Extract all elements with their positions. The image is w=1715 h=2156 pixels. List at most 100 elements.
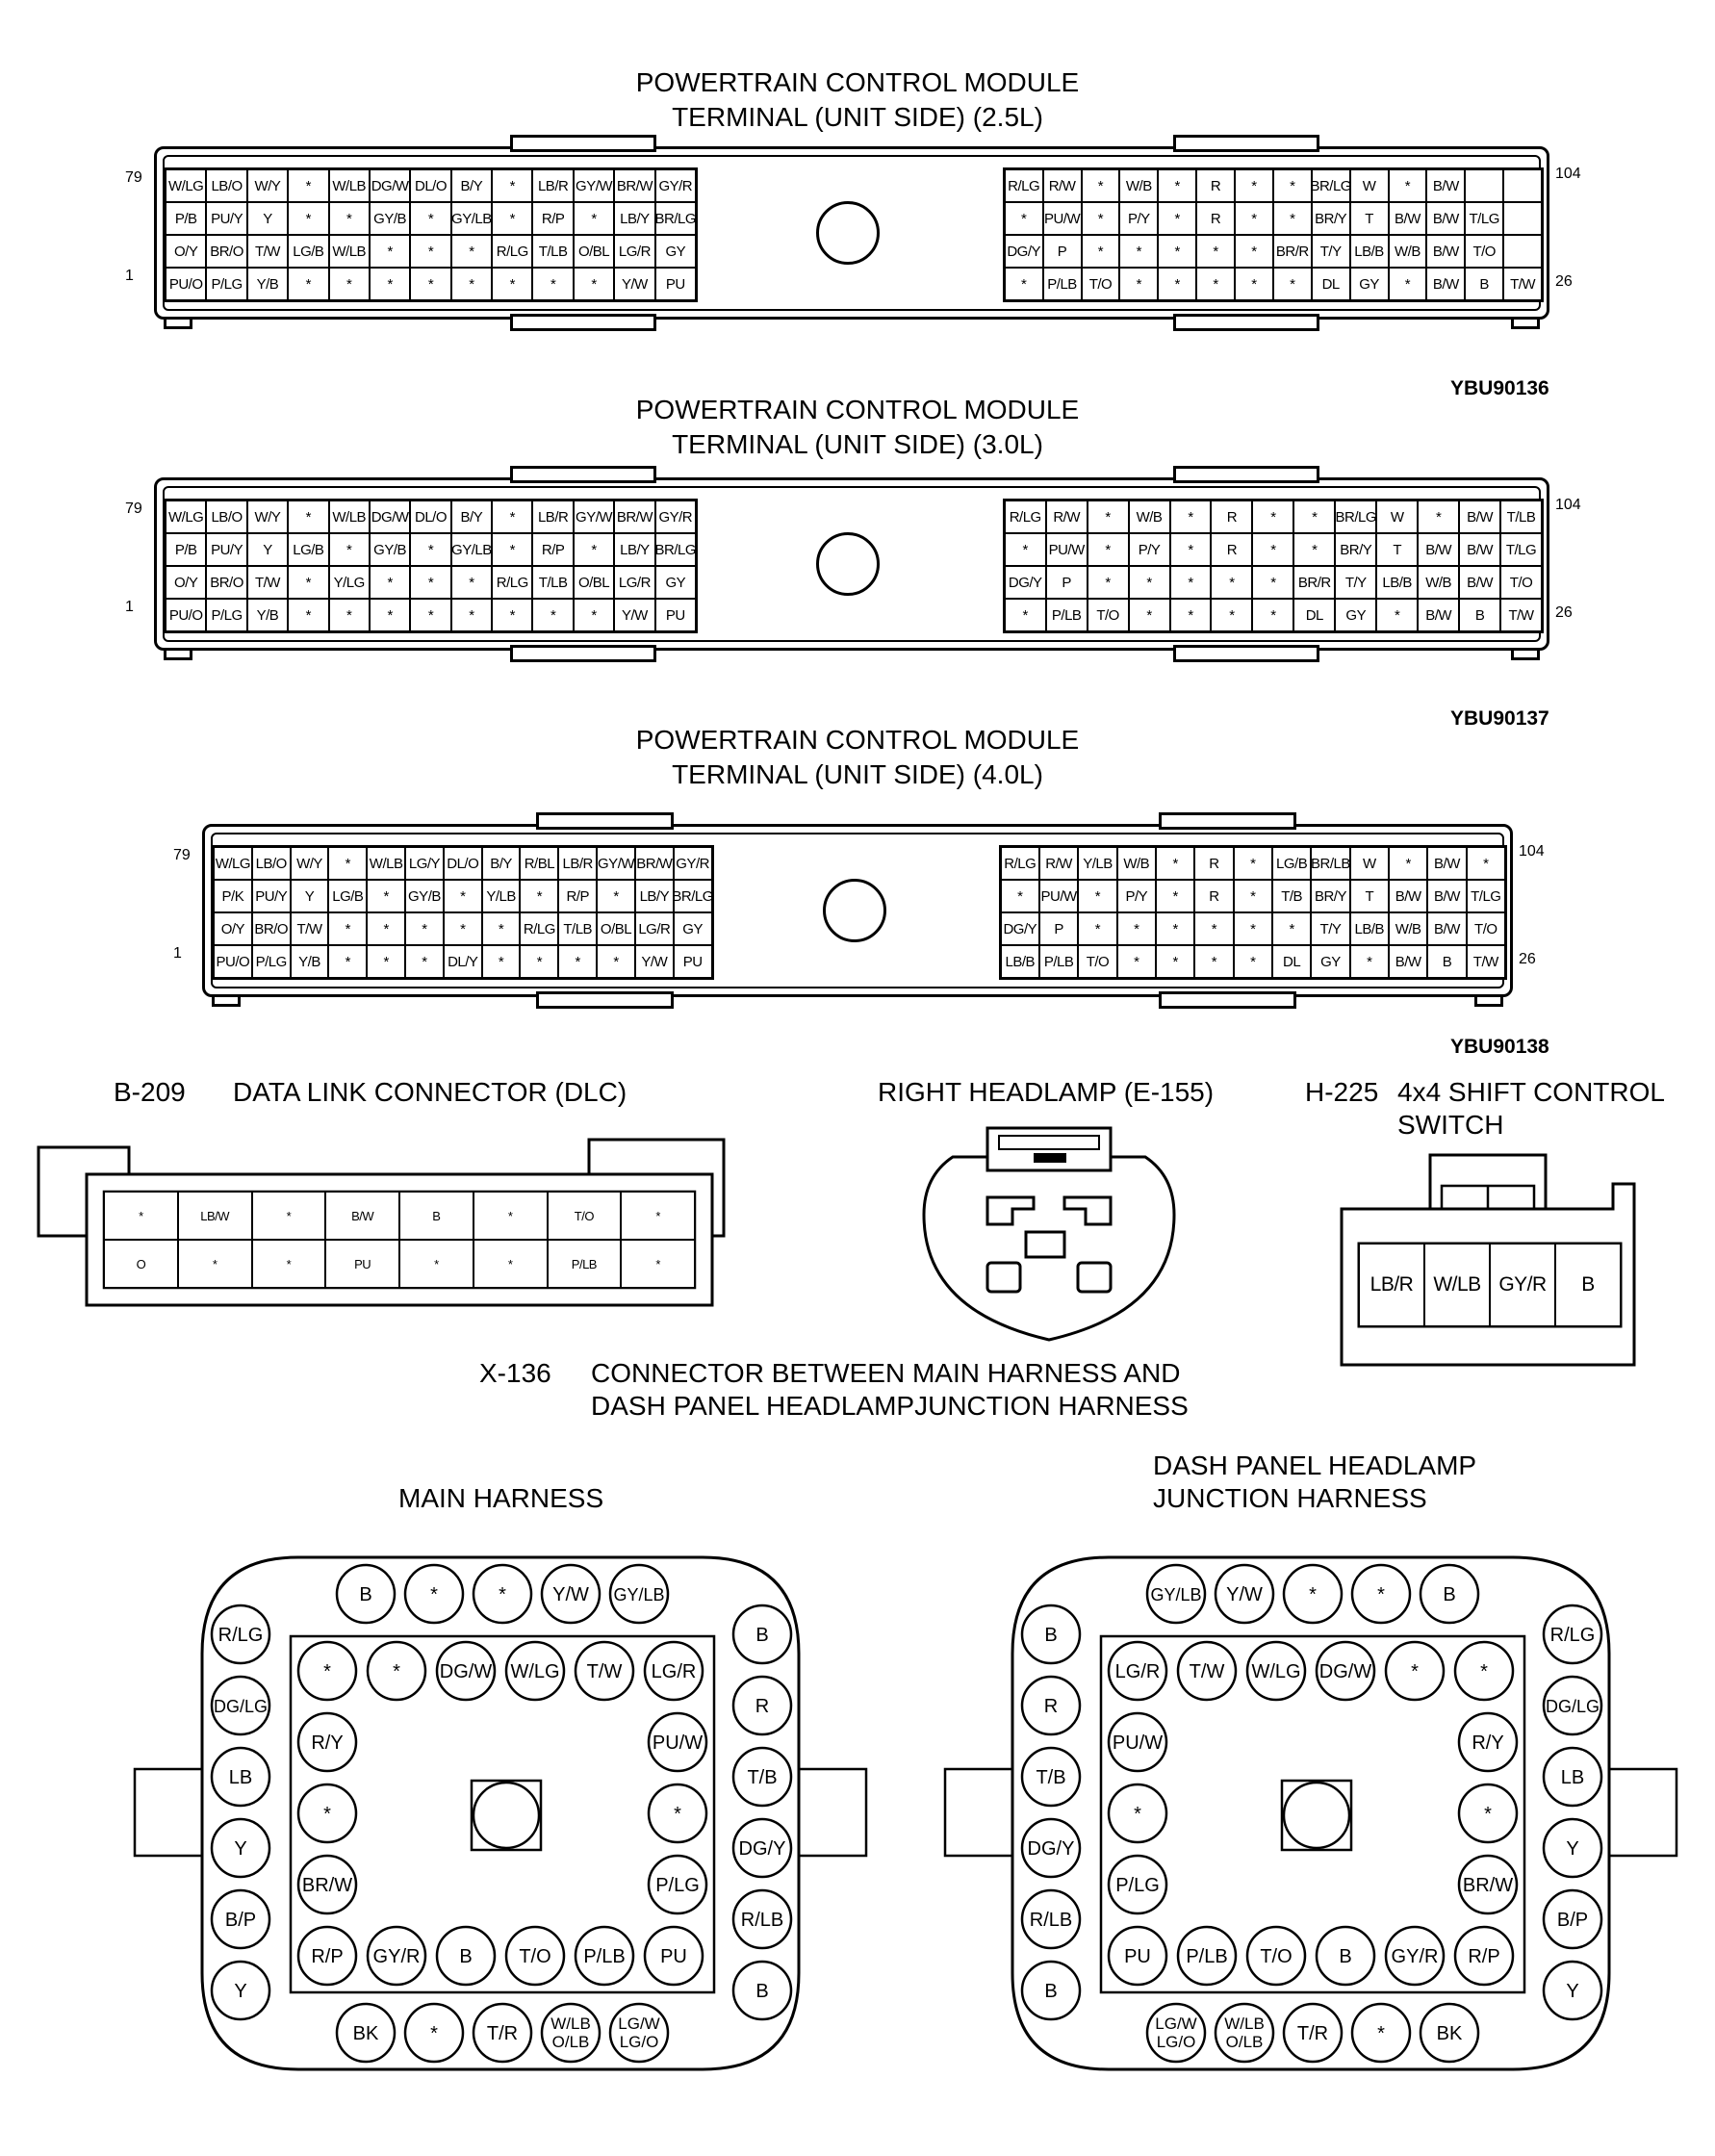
pcm30-figure-id: YBU90137: [1450, 707, 1549, 730]
dash_harness-inner-frame: [1099, 1634, 1526, 1994]
harness-pin: [504, 1640, 566, 1702]
headlamp-connector: [922, 1126, 1176, 1342]
pcm40-pin-cell: W/B: [1388, 912, 1428, 945]
pcm25-pin-cell: *: [1004, 202, 1043, 235]
harness-pin-label: R/LG: [1550, 1625, 1596, 1646]
harness-pin: [731, 1817, 793, 1879]
pcm25-pin-cell: DG/Y: [1004, 235, 1043, 268]
harness-pin: [210, 1675, 271, 1736]
pcm40-pin-cell: *: [1233, 880, 1272, 912]
pcm40-pin-cell: P/LG: [251, 945, 291, 978]
pcm40-pin-cell: LG/B: [1271, 847, 1312, 880]
pcm30-pin-cell: *: [1169, 566, 1212, 599]
harness-pin-label: *: [323, 1661, 331, 1682]
pcm30-pin-cell: *: [288, 599, 329, 631]
pcm25-pin-cell: *: [492, 268, 533, 300]
pcm30-pin-cell: *: [1252, 500, 1294, 533]
pcm30-pin-cell: *: [1169, 500, 1212, 533]
pcm25-pin-cell: W/LB: [328, 235, 370, 268]
harness-pin-label: R/P: [1468, 1946, 1499, 1967]
harness-pin-label: Y: [234, 1838, 246, 1860]
pcm25-pin-cell: B: [1465, 268, 1504, 300]
pcm40-pin-cell: *: [1155, 945, 1195, 978]
harness-pin-label: T/O: [519, 1946, 550, 1967]
harness-pin-label: W/LB: [550, 2015, 591, 2033]
pcm30-pin-cell: PU/O: [166, 599, 207, 631]
pcm40-pin-cell: T/O: [1466, 912, 1505, 945]
pcm30-pin-cell: GY: [1335, 599, 1377, 631]
harness-pin-label: B: [1443, 1584, 1455, 1605]
pcm40-pin-cell: *: [1271, 912, 1312, 945]
pcm25-pin-cell: LB/B: [1349, 235, 1389, 268]
pcm40-pin-cell: *: [1155, 880, 1195, 912]
pcm40-pin-cell: Y/LB: [481, 880, 521, 912]
dash_harness-side-tab: [943, 1767, 1024, 1858]
harness-pin: [1457, 1854, 1519, 1915]
harness-pin: [1245, 1640, 1307, 1702]
harness-pin: [1457, 1711, 1519, 1773]
harness-pin-label: R/LB: [1030, 1910, 1072, 1931]
harness-pin-label: Y: [1566, 1981, 1578, 2002]
dash-harness-title-line1: DASH PANEL HEADLAMP: [1153, 1450, 1477, 1480]
pcm40-pin-cell: *: [405, 912, 444, 945]
harness-pin-label: B: [755, 1981, 768, 2002]
dlc-id: B-209: [114, 1077, 186, 1107]
harness-pin: [403, 2002, 465, 2064]
pcm30-title-line1: POWERTRAIN CONTROL MODULE: [635, 395, 1080, 424]
harness-pin: [296, 1783, 358, 1844]
pcm40-pin-cell: BR/O: [251, 912, 291, 945]
harness-pin: [731, 1675, 793, 1736]
pcm40-pin-cell: B/W: [1427, 847, 1467, 880]
pcm25-pin-cell: BR/R: [1272, 235, 1312, 268]
harness-pin: [296, 1925, 358, 1987]
pcm40-pin-cell: *: [1233, 945, 1272, 978]
pcm25-pin-cell: *: [1081, 202, 1120, 235]
pcm25-pin-cell: *: [450, 235, 493, 268]
dash_harness-center-key-hole: [1282, 1781, 1351, 1850]
dlc-pin: *: [177, 1240, 252, 1288]
harness-pin: [296, 1711, 358, 1773]
pcm30-pin-cell: *: [1004, 533, 1046, 566]
pcm40-pin-cell: *: [1349, 945, 1389, 978]
pcm30-pin-cell: *: [1252, 599, 1294, 631]
harness-pin-label: BR/W: [302, 1875, 352, 1896]
pcm30-pin-cell: P/B: [166, 533, 207, 566]
harness-pin-label: *: [1309, 1584, 1317, 1605]
pcm40-pin-cell: *: [558, 945, 598, 978]
dlc-pin: *: [399, 1240, 474, 1288]
harness-pin: [1542, 1604, 1603, 1665]
harness-pin-label: R: [755, 1696, 769, 1717]
pcm40-pin-cell: Y/W: [634, 945, 674, 978]
pcm30-pin-cell: BR/LG: [654, 533, 696, 566]
pcm25-title-line2: TERMINAL (UNIT SIDE) (2.5L): [672, 102, 1043, 132]
pcm40-figure-id: YBU90138: [1450, 1036, 1549, 1058]
pcm25-pin-cell: *: [1119, 268, 1159, 300]
pcm25-pin-cell: W/Y: [246, 169, 289, 202]
harness-pin-label: LG/R: [652, 1661, 697, 1682]
pcm25-pin-cell: GY/R: [654, 169, 696, 202]
pcm25-pin-cell: *: [369, 268, 411, 300]
harness-pin-label: LG/W: [618, 2015, 659, 2033]
pcm25-pin-cell: [1503, 169, 1542, 202]
pcm40-pin-cell: R/P: [558, 880, 598, 912]
harness-pin-label: *: [430, 1584, 438, 1605]
pcm40-pin-cell: LB/B: [1000, 945, 1039, 978]
harness-pin: [296, 1854, 358, 1915]
pcm40-pin-cell: O/BL: [597, 912, 635, 945]
harness-pin-label: B/P: [225, 1910, 256, 1931]
pcm40-pin-cell: W: [1349, 847, 1389, 880]
harness-pin-label: P/LB: [583, 1946, 625, 1967]
harness-pin-label: LG/O: [1157, 2033, 1196, 2051]
pcm30-pin-cell: T: [1376, 533, 1419, 566]
pcm30-pin-cell: R/P: [532, 533, 574, 566]
pcm25-pin-cell: *: [1272, 268, 1312, 300]
pcm30-pin-cell: *: [410, 599, 451, 631]
pcm40-pin-cell: B/W: [1427, 880, 1467, 912]
harness-pin-label: R/P: [311, 1946, 343, 1967]
pcm25-pin-cell: *: [532, 268, 574, 300]
pcm25-pin-cell: *: [1196, 268, 1235, 300]
